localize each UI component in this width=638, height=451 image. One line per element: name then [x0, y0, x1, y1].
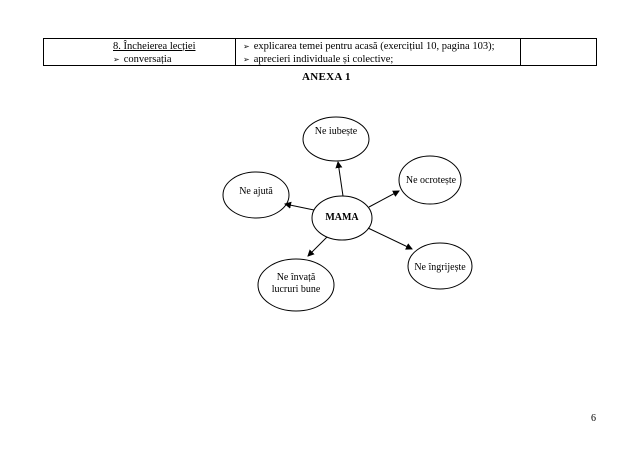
arrow-bullet-icon: ➢	[243, 42, 250, 51]
arrow-to-right-bottom	[367, 227, 413, 250]
lesson-method-cell: ➢conversația	[113, 54, 172, 65]
node-right-top-ellipse	[398, 155, 462, 205]
node-bottom-ellipse	[257, 258, 335, 312]
node-right-bottom-label: Ne îngrijește	[414, 262, 466, 273]
node-bottom-label: Ne învață lucruri bune	[271, 272, 321, 295]
node-left-label: Ne ajută	[239, 186, 273, 197]
center-label: MAMA	[325, 212, 359, 223]
lesson-stage-cell: 8. Încheierea lecției	[113, 41, 196, 52]
arrow-to-right-top	[368, 190, 400, 208]
lesson-table-row	[43, 38, 597, 66]
page-number: 6	[591, 413, 596, 424]
annex-title: ANEXA 1	[302, 71, 351, 83]
node-top-ellipse	[302, 116, 370, 162]
arrow-to-top	[335, 161, 344, 197]
node-right-top-label: Ne ocrotește	[405, 175, 457, 186]
activity-item: ➢explicarea temei pentru acasă (exerciți…	[243, 41, 495, 52]
node-right-bottom-ellipse	[407, 242, 473, 290]
node-top-label: Ne iubește	[314, 126, 358, 137]
node-left-ellipse	[222, 171, 290, 219]
arrow-bullet-icon: ➢	[113, 55, 120, 64]
table-column-divider-1	[235, 39, 236, 65]
arrow-bullet-icon: ➢	[243, 55, 250, 64]
activity-item: ➢aprecieri individuale și colective;	[243, 54, 394, 65]
center-ellipse	[311, 195, 373, 241]
table-column-divider-2	[520, 39, 521, 65]
arrow-to-bottom	[307, 236, 328, 257]
arrow-to-left	[284, 201, 315, 211]
